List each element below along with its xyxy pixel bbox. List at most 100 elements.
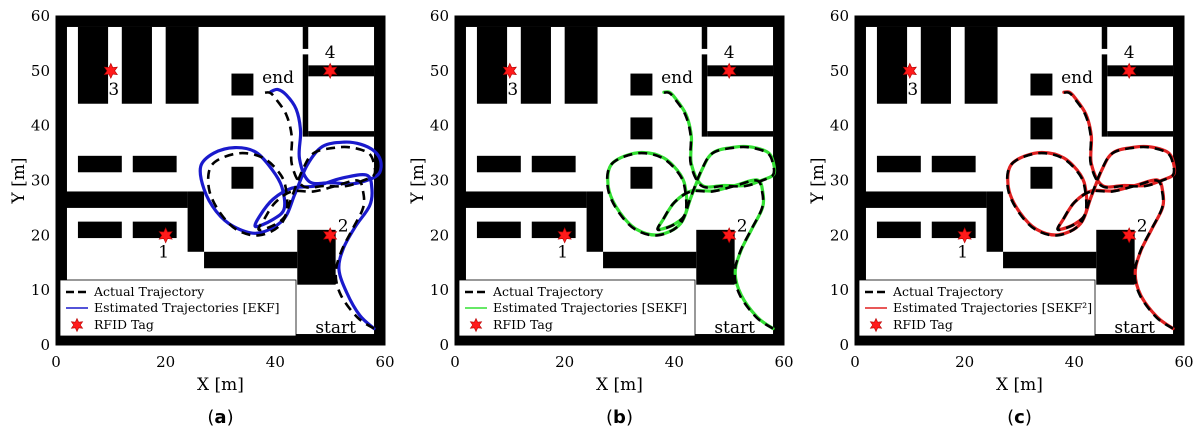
rfid-tag-label: 1 — [957, 242, 968, 262]
rfid-tag-marker — [557, 227, 572, 244]
wall — [204, 251, 298, 269]
axes-frame — [854, 15, 1185, 346]
y-tick-label: 30 — [830, 172, 849, 190]
x-tick-label: 40 — [665, 353, 684, 371]
wall — [121, 26, 152, 104]
rfid-tag-label: 1 — [158, 242, 169, 262]
rfid-tag-label: 2 — [338, 216, 349, 236]
y-tick-label: 10 — [31, 281, 50, 299]
x-axis-label: X [m] — [996, 375, 1043, 395]
x-tick-label: 40 — [1065, 353, 1084, 371]
x-tick-label: 20 — [555, 353, 574, 371]
wall — [1003, 251, 1097, 269]
wall — [132, 155, 177, 173]
rfid-tag-label: 2 — [737, 216, 748, 236]
wall — [308, 65, 375, 77]
wall — [701, 54, 708, 137]
panel-label: (a) — [207, 407, 233, 428]
y-tick-label: 60 — [430, 7, 449, 25]
y-axis-label: Y [m] — [9, 157, 29, 204]
wall — [374, 16, 385, 345]
rfid-tag-label: 3 — [507, 80, 518, 100]
wall — [231, 73, 254, 96]
y-tick-label: 60 — [31, 7, 50, 25]
wall — [455, 16, 466, 345]
wall — [77, 26, 109, 104]
wall — [531, 221, 576, 239]
wall — [630, 117, 653, 140]
rfid-tag-label: 3 — [108, 80, 119, 100]
wall — [1030, 73, 1053, 96]
wall — [56, 16, 385, 27]
wall — [455, 334, 784, 345]
wall — [701, 26, 708, 49]
panel-label: (c) — [1007, 407, 1032, 428]
y-tick-label: 20 — [830, 226, 849, 244]
floor-plan — [56, 16, 385, 345]
y-axis-label: Y [m] — [408, 157, 428, 204]
y-tick-label: 40 — [31, 117, 50, 135]
y-tick-label: 10 — [430, 281, 449, 299]
wall — [1101, 54, 1108, 137]
rfid-tag-label: 3 — [907, 80, 918, 100]
wall — [308, 131, 375, 137]
y-tick-label: 20 — [430, 226, 449, 244]
axes-frame — [454, 15, 785, 346]
x-tick-label: 60 — [1174, 353, 1193, 371]
actual-trajectory-line — [605, 91, 776, 330]
wall — [920, 26, 951, 104]
wall — [876, 155, 921, 173]
wall — [855, 191, 987, 208]
rfid-tag-marker — [722, 62, 737, 80]
rfid-tag-label: 1 — [557, 242, 568, 262]
wall — [1173, 16, 1184, 345]
start-annotation: start — [714, 318, 755, 338]
actual-trajectory-line — [206, 91, 377, 330]
x-tick-label: 20 — [156, 353, 175, 371]
legend-box — [858, 279, 1096, 337]
wall — [56, 191, 188, 208]
legend-estimated-label: Estimated Trajectories [SEKF²] — [893, 300, 1092, 315]
rfid-tag-label: 4 — [1124, 43, 1135, 63]
y-tick-label: 20 — [31, 226, 50, 244]
floor-plan — [855, 16, 1184, 345]
wall — [1101, 26, 1108, 49]
legend-actual-label: Actual Trajectory — [492, 284, 604, 299]
wall — [855, 16, 866, 345]
rfid-tag-label: 2 — [1137, 216, 1148, 236]
wall — [564, 26, 598, 104]
wall — [855, 16, 1184, 27]
legend-estimated-label: Estimated Trajectories [SEKF] — [493, 300, 687, 315]
x-tick-label: 0 — [51, 353, 61, 371]
y-tick-label: 30 — [31, 172, 50, 190]
wall — [302, 54, 309, 137]
wall — [77, 221, 122, 239]
x-tick-label: 60 — [774, 353, 793, 371]
wall — [1107, 65, 1174, 77]
rfid-tag-label: 4 — [724, 43, 735, 63]
wall — [964, 26, 998, 104]
wall — [1030, 117, 1053, 140]
wall — [455, 16, 784, 27]
legend-actual-label: Actual Trajectory — [93, 284, 205, 299]
y-tick-label: 50 — [31, 62, 50, 80]
y-tick-label: 50 — [830, 62, 849, 80]
legend-rfid-label: RFID Tag — [893, 317, 953, 332]
wall — [630, 166, 653, 189]
rfid-tag-marker — [902, 62, 917, 80]
y-tick-label: 10 — [830, 281, 849, 299]
rfid-tag-marker — [323, 62, 338, 80]
wall — [187, 191, 205, 252]
x-tick-label: 40 — [266, 353, 285, 371]
legend-rfid-swatch — [869, 317, 883, 333]
wall — [855, 334, 1184, 345]
wall — [1030, 166, 1053, 189]
wall — [302, 26, 309, 49]
end-annotation: end — [1061, 68, 1093, 88]
wall — [986, 191, 1004, 252]
legend-actual-label: Actual Trajectory — [892, 284, 1004, 299]
